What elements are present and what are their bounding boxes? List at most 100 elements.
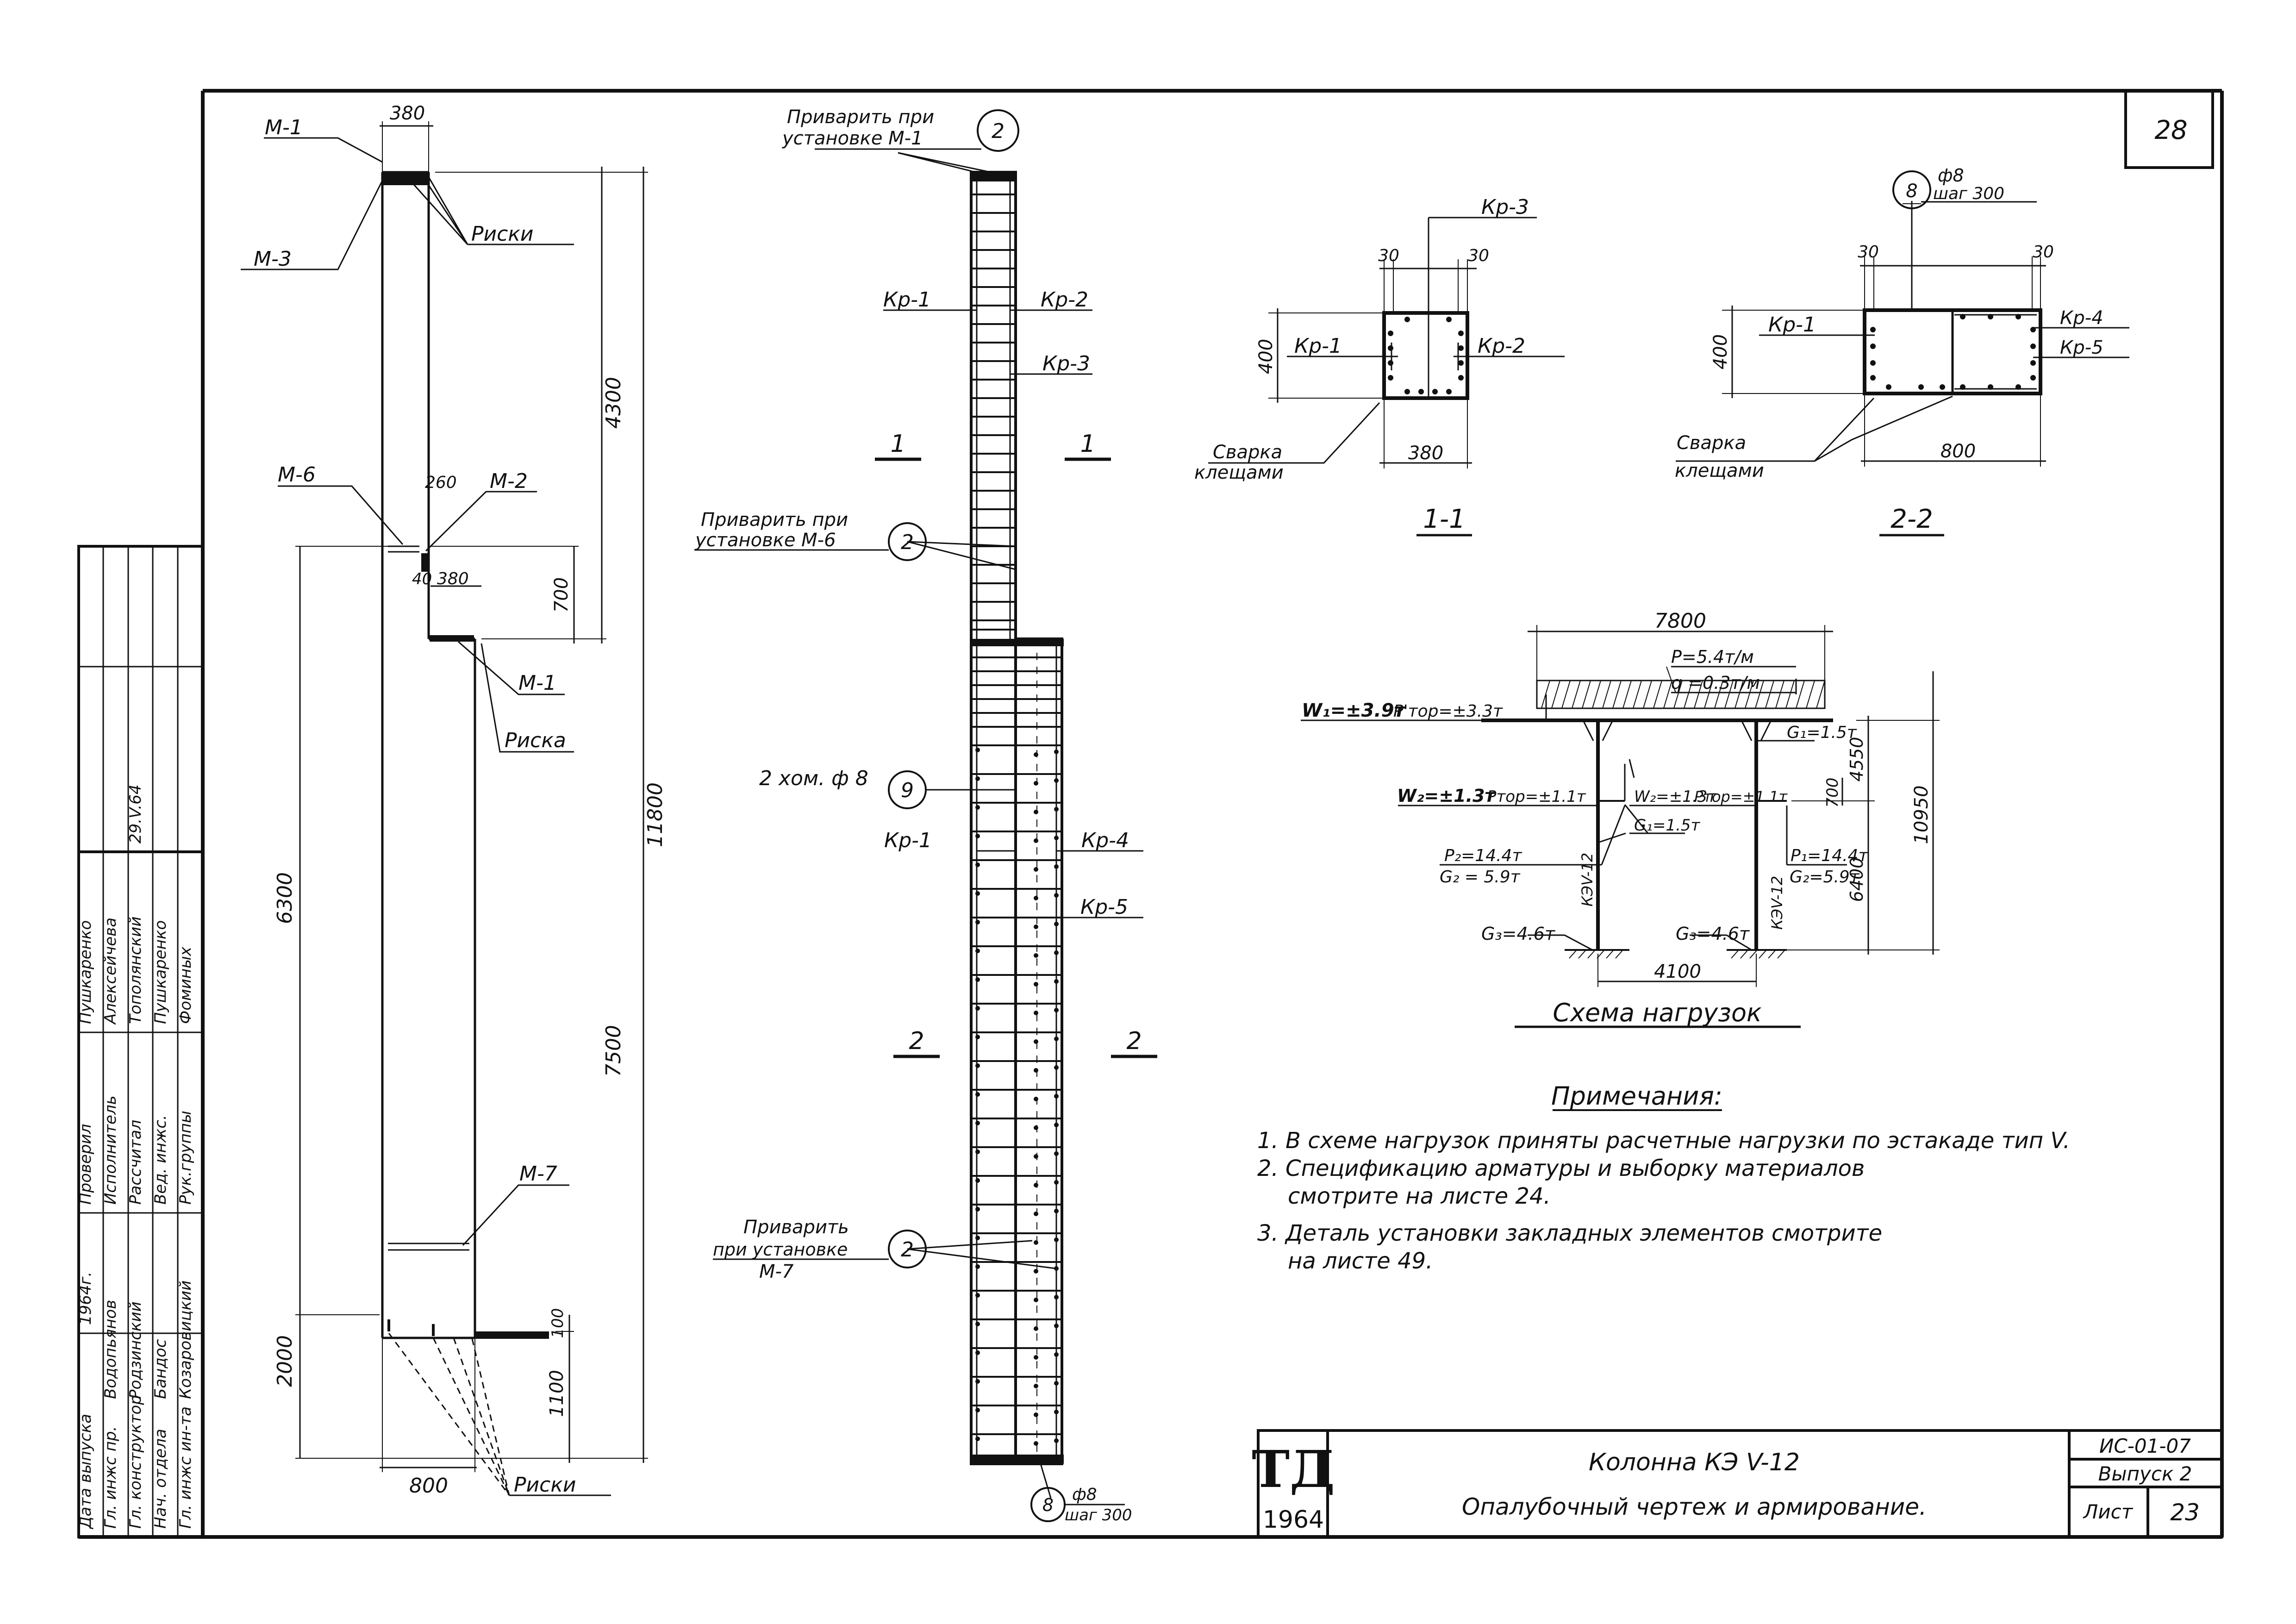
stamp-cell-r4-c2: 1964г. [76, 1272, 95, 1325]
td-year: 1964 [1263, 1506, 1324, 1534]
sheet-frame [79, 89, 2224, 1539]
ls-title: Схема нагрузок [1553, 998, 1762, 1027]
weld-m1-line2: установке М-1 [782, 128, 923, 149]
dim-380b: 380 [437, 569, 469, 588]
s22-kr4: Кр-4 [2060, 307, 2103, 329]
note-1: 1. В схеме нагрузок приняты расчетные на… [1257, 1128, 2070, 1154]
label-kr3-upper: Кр-3 [1042, 352, 1090, 375]
reinforcement-cage [694, 109, 1157, 1522]
s22-kr1: Кр-1 [1768, 313, 1816, 337]
doc-code: ИС-01-07 [2099, 1435, 2191, 1457]
step-bottom: шаг 300 [1065, 1506, 1132, 1524]
section-1-1 [1208, 217, 1565, 537]
label-kr2-upper: Кр-2 [1041, 288, 1088, 312]
ls-p-mid-right: Pтор=±1.1т [1694, 788, 1788, 806]
s11-kr2: Кр-2 [1478, 334, 1525, 358]
dim-40: 40 [412, 570, 432, 588]
stamp-cell-r4-c0: Дата выпуска [76, 1414, 95, 1530]
ls-p-mid: Pтор=±1.1т [1487, 787, 1586, 806]
weld-m7-line1: Приварить [743, 1217, 849, 1238]
section-mark-1-left: 1 [890, 430, 905, 458]
ls-g1-left: G₁=1.5т [1634, 816, 1701, 835]
reinforcement-labels: Приварить при установке М-1 2 Кр-1 Кр-2 … [695, 106, 1142, 1524]
elevation-labels: М-1 М-3 Риски М-6 М-2 М-1 Риска М-7 Риск… [254, 103, 667, 1498]
section-mark-2-right: 2 [1126, 1027, 1142, 1055]
stamp-cell-r0-c1: Козаровицкий [176, 1280, 195, 1399]
section-1-1-labels: Кр-3 30 30 400 Кр-1 Кр-2 380 Сварка клещ… [1194, 195, 1529, 534]
dim-700: 700 [551, 577, 572, 612]
ls-p2: P₂=14.4т [1444, 846, 1522, 865]
label-kr1-lower: Кр-1 [884, 829, 932, 852]
callout-2-top: 2 [992, 119, 1004, 143]
callout-8-bottom: 8 [1042, 1495, 1054, 1515]
dim-7500: 7500 [602, 1025, 625, 1077]
label-kr1-upper: Кр-1 [883, 288, 931, 312]
weld-m6-line1: Приварить при [701, 509, 848, 531]
label-m3: М-3 [254, 247, 292, 271]
ls-g3-left: G₃=4.6т [1481, 924, 1556, 944]
stamp-cell-r4-c3: Проверил [76, 1124, 95, 1205]
ls-dim-10950: 10950 [1911, 785, 1932, 844]
ls-p-top: P'тор=±3.3т [1393, 702, 1503, 721]
load-scheme [1301, 625, 1940, 1028]
s11-weld-line1: Сварка [1213, 442, 1282, 463]
s11-dim-30b: 30 [1468, 246, 1489, 265]
section-2-2-labels: 8 ф8 шаг 300 30 30 400 Кр-1 Кр-4 Кр-5 80… [1675, 165, 2103, 534]
stamp-cell-r1-c0: Нач. отдела [151, 1429, 170, 1529]
stamp-cell-r3-c0: Гл. инжс пр. [101, 1426, 120, 1529]
ls-g2-left: G₂ = 5.9т [1440, 868, 1521, 887]
dim-top-380: 380 [390, 103, 425, 124]
notes-title: Примечания: [1551, 1081, 1722, 1111]
title-block: ТД 1964 Колонна КЭ V-12 Опалубочный черт… [1252, 1429, 2223, 1538]
ls-dim-700: 700 [1823, 778, 1842, 808]
label-m7: М-7 [519, 1162, 557, 1186]
dim-800: 800 [409, 1474, 448, 1498]
sheet-number: 23 [2170, 1499, 2200, 1526]
corner-number: 28 [2154, 115, 2187, 145]
s11-kr1: Кр-1 [1294, 334, 1342, 358]
stamp-cell-r0-c3: Рук.группы [176, 1111, 195, 1205]
ls-p1: P₁=14.4т [1791, 846, 1868, 865]
ls-dim-4550: 4550 [1847, 737, 1867, 782]
note-2-cont: смотрите на листе 24. [1288, 1183, 1551, 1209]
section-2-2 [1676, 170, 2129, 537]
label-m6: М-6 [278, 463, 316, 487]
ls-span-top: 7800 [1654, 609, 1706, 633]
dim-260: 260 [425, 473, 457, 492]
ls-col-right: КЭV-12 [1768, 876, 1786, 930]
label-riski-bottom: Риски [514, 1473, 576, 1497]
s22-dim-30b: 30 [2033, 243, 2054, 262]
dim-1100: 1100 [546, 1370, 568, 1417]
stamp-cell-r0-c4: Фоминых [176, 946, 195, 1024]
td-logo: ТД [1252, 1439, 1335, 1499]
callout-2-mid: 2 [901, 531, 914, 554]
s22-title: 2-2 [1890, 504, 1933, 534]
stamp-cell-r2-c3: Рассчитал [126, 1120, 145, 1205]
s22-bar-dia: ф8 [1938, 165, 1964, 186]
ls-w1: W₁=±3.9т [1302, 700, 1406, 721]
weld-m1-line1: Приварить при [787, 106, 934, 128]
s11-dim-380: 380 [1408, 443, 1443, 464]
s22-weld-line2: клещами [1675, 460, 1764, 481]
bar-dia-bottom: ф8 [1072, 1485, 1097, 1504]
note-3: 3. Деталь установки закладных элементов … [1257, 1220, 1882, 1246]
callout-2-bottom: 2 [901, 1238, 914, 1262]
formwork-elevation [241, 121, 648, 1496]
load-scheme-labels: 7800 P=5.4т/м q =0.3т/м W₁=±3.9т P'тор=±… [1302, 609, 1932, 1027]
ls-dim-6400: 6400 [1847, 857, 1867, 902]
issue-label: Выпуск 2 [2098, 1462, 2192, 1485]
label-m2: М-2 [490, 469, 528, 493]
ls-w2-right: W₂=±1.3т [1634, 787, 1717, 806]
ls-span-bottom: 4100 [1654, 961, 1701, 982]
weld-m6-line2: установке М-6 [695, 530, 836, 551]
stamp-cell-r3-c4: Алексейчева [101, 918, 120, 1025]
approval-stamp: Гл. инжс ин-таКозаровицкийРук.группыФоми… [76, 545, 204, 1538]
stamp-cell-r1-c3: Вед. инжс. [151, 1115, 170, 1205]
stamp-cell-r2-c1: Родзинский [126, 1301, 145, 1399]
s22-step: шаг 300 [1933, 184, 2004, 203]
stamp-cell-r3-c3: Исполнитель [101, 1095, 120, 1205]
s11-kr3: Кр-3 [1481, 195, 1529, 219]
corner-number-box: 28 [2124, 91, 2214, 169]
dim-100: 100 [549, 1308, 567, 1338]
